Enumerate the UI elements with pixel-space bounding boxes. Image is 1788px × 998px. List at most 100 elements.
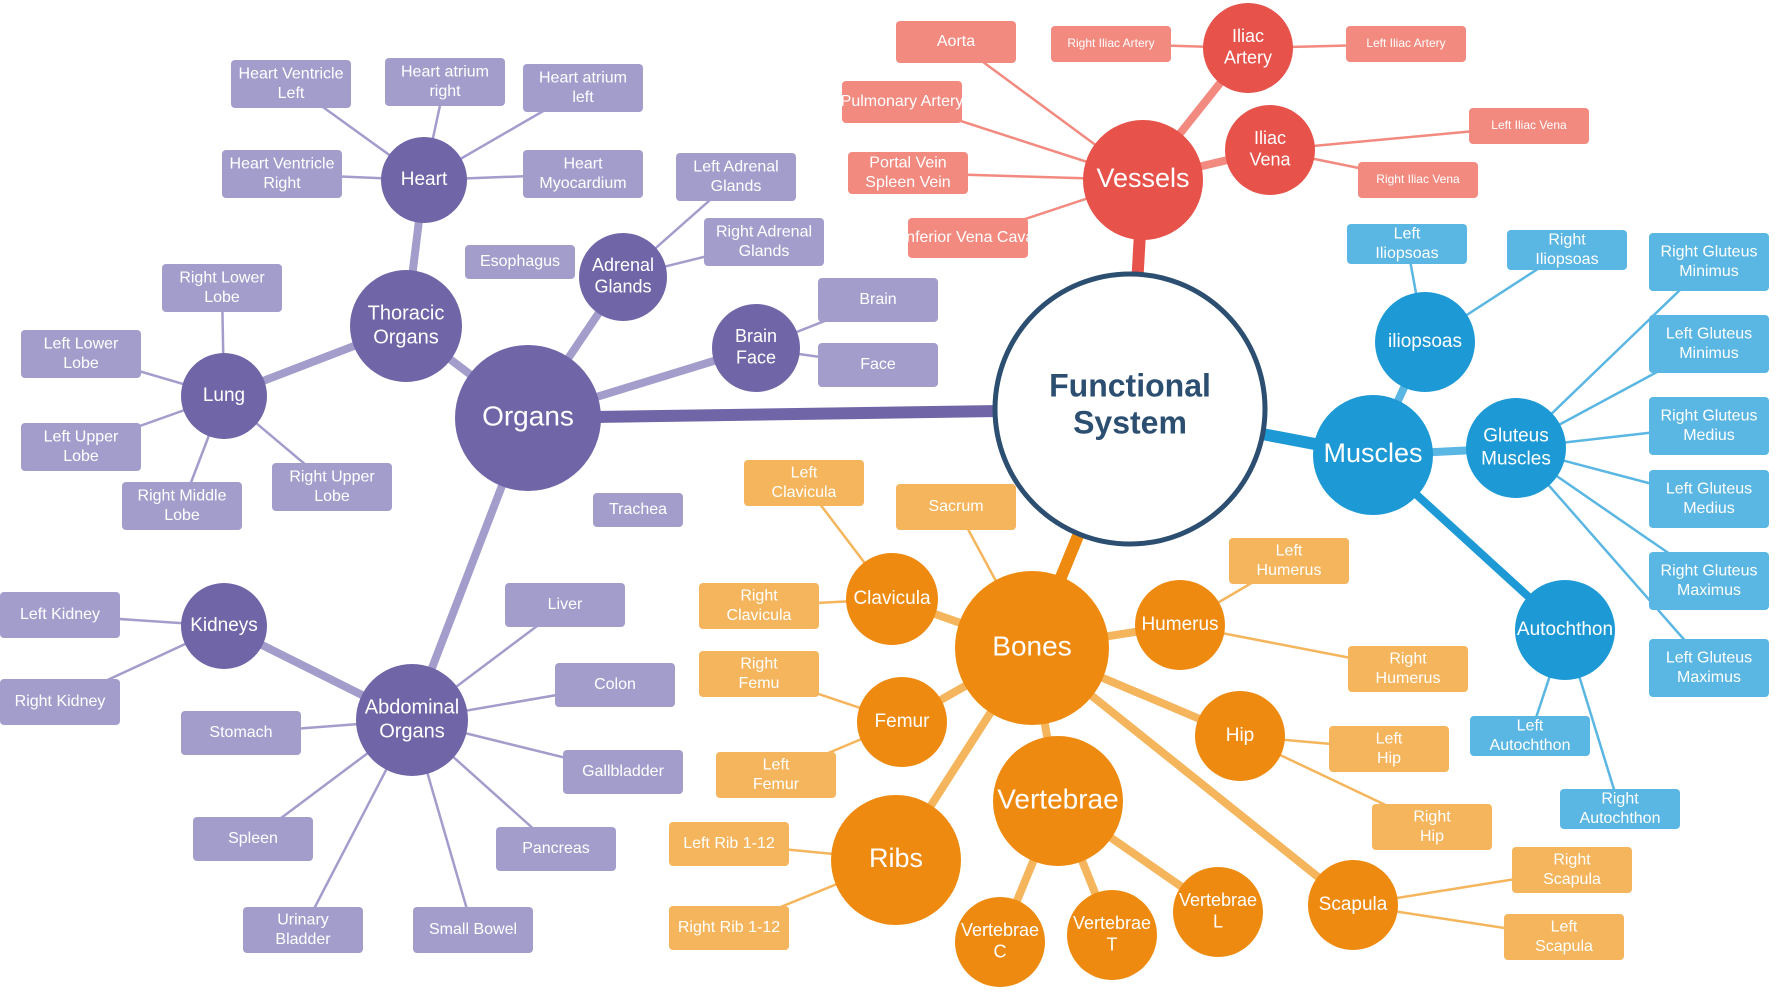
topic-node-scapula[interactable]: Scapula xyxy=(1308,860,1398,950)
leaf-node-gallbladder[interactable]: Gallbladder xyxy=(563,750,683,794)
leaf-node-esophagus[interactable]: Esophagus xyxy=(465,245,575,279)
leaf-node-pancreas[interactable]: Pancreas xyxy=(496,827,616,871)
leaf-node-r-iliac-artery[interactable]: Right Iliac Artery xyxy=(1051,26,1171,62)
topic-node-muscles[interactable]: Muscles xyxy=(1313,395,1433,515)
leaf-node-stomach[interactable]: Stomach xyxy=(181,711,301,755)
topic-node-autochthon-label-line-1: Autochthon xyxy=(1517,619,1613,640)
topic-node-vertebrae[interactable]: Vertebrae xyxy=(993,736,1123,866)
leaf-node-rg-med-label-line-2: Medius xyxy=(1683,427,1735,444)
leaf-node-l-clavicula-label-line-1: Left xyxy=(791,465,818,482)
leaf-node-r-rib[interactable]: Right Rib 1-12 xyxy=(669,906,789,950)
topic-node-organs[interactable]: Organs xyxy=(455,345,601,491)
leaf-node-face[interactable]: Face xyxy=(818,343,938,387)
leaf-node-colon[interactable]: Colon xyxy=(555,663,675,707)
leaf-node-left-kidney[interactable]: Left Kidney xyxy=(0,592,120,638)
topic-node-hip[interactable]: Hip xyxy=(1195,691,1285,781)
topic-node-vertl-label-line-2: L xyxy=(1213,912,1223,932)
leaf-node-ivc[interactable]: Inferior Vena Cava xyxy=(902,218,1035,258)
topic-node-vessels-label-line-1: Vessels xyxy=(1096,163,1189,193)
topic-node-autochthon[interactable]: Autochthon xyxy=(1515,580,1615,680)
leaf-node-aorta[interactable]: Aorta xyxy=(896,21,1016,63)
topic-node-bones[interactable]: Bones xyxy=(955,571,1109,725)
leaf-node-left-adrenal-label-line-1: Left Adrenal xyxy=(693,159,778,176)
topic-node-femur[interactable]: Femur xyxy=(857,677,947,767)
topic-node-vessels[interactable]: Vessels xyxy=(1083,120,1203,240)
leaf-node-pulm-artery[interactable]: Pulmonary Artery xyxy=(841,81,964,123)
leaf-node-box xyxy=(1470,716,1590,756)
leaf-node-small-bowel[interactable]: Small Bowel xyxy=(413,907,533,953)
leaf-node-brain[interactable]: Brain xyxy=(818,278,938,322)
leaf-node-lg-min-label-line-2: Minimus xyxy=(1679,345,1739,362)
leaf-node-right-kidney[interactable]: Right Kidney xyxy=(0,679,120,725)
leaf-node-l-rib[interactable]: Left Rib 1-12 xyxy=(669,822,789,866)
topic-node-kidneys[interactable]: Kidneys xyxy=(181,583,267,669)
leaf-node-sacrum[interactable]: Sacrum xyxy=(896,484,1016,530)
leaf-node-r-iliac-vena[interactable]: Right Iliac Vena xyxy=(1358,162,1478,198)
leaf-node-spleen[interactable]: Spleen xyxy=(193,817,313,861)
topic-node-circle xyxy=(455,345,601,491)
topic-node-iliopsoas[interactable]: iliopsoas xyxy=(1375,292,1475,392)
topic-node-hip-label-line-1: Hip xyxy=(1226,725,1255,746)
leaf-node-box xyxy=(523,64,643,112)
topic-node-humerus[interactable]: Humerus xyxy=(1135,580,1225,670)
leaf-node-liver[interactable]: Liver xyxy=(505,583,625,627)
central-topic-node[interactable]: Functional System xyxy=(992,271,1268,547)
topic-node-kidneys-label-line-1: Kidneys xyxy=(190,615,258,636)
topic-node-lung[interactable]: Lung xyxy=(181,353,267,439)
leaf-node-box xyxy=(505,583,625,627)
topic-node-ribs[interactable]: Ribs xyxy=(831,795,961,925)
leaf-node-r-humerus-label-line-1: Right xyxy=(1389,651,1427,668)
topic-node-heart[interactable]: Heart xyxy=(381,137,467,223)
leaf-node-box xyxy=(669,822,789,866)
leaf-node-l-iliac-vena[interactable]: Left Iliac Vena xyxy=(1469,108,1589,144)
leaf-node-trachea[interactable]: Trachea xyxy=(593,493,683,527)
topic-node-clavicula[interactable]: Clavicula xyxy=(846,553,938,645)
leaf-node-l-iliac-artery[interactable]: Left Iliac Artery xyxy=(1346,26,1466,62)
topic-node-brainface-label-line-1: Brain xyxy=(735,326,777,346)
